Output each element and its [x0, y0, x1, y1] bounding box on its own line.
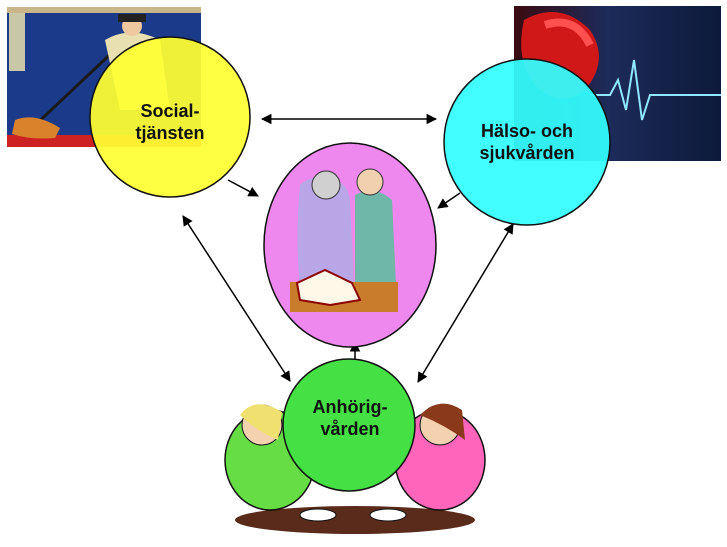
center-node [263, 142, 437, 348]
social-circle [89, 36, 251, 198]
arrow-health-relatives [417, 223, 514, 383]
relatives-circle [282, 358, 416, 492]
arrows [182, 113, 514, 383]
social-label: Social- tjänsten [135, 101, 205, 143]
health-node [443, 58, 611, 226]
women-picture [224, 403, 486, 534]
arrow-social-relatives [182, 215, 291, 382]
relatives-node [282, 358, 416, 492]
social-node [89, 36, 251, 198]
relatives-label: Anhörig- vården [312, 397, 388, 439]
arrow-health-center [437, 192, 461, 209]
elderly-couple-picture [290, 168, 398, 312]
health-circle [443, 58, 611, 226]
health-label: Hälso- och sjukvården [479, 121, 575, 163]
arrow-social-center [227, 179, 259, 197]
